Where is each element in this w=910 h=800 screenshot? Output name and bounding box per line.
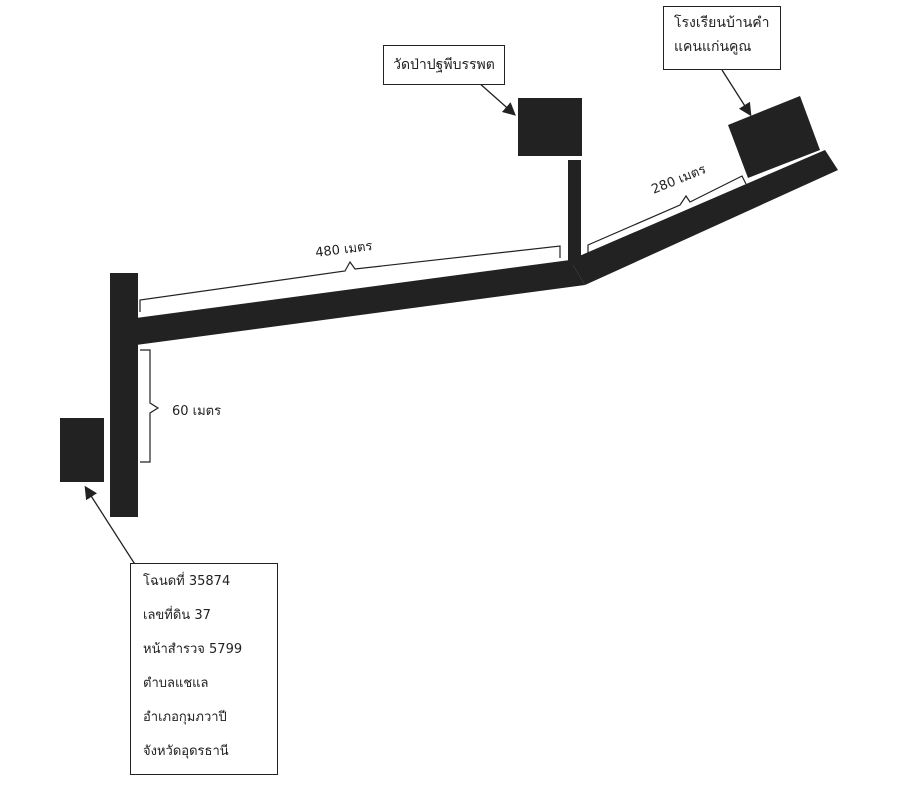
land-plot-info-box: โฉนดที่ 35874 เลขที่ดิน 37 หน้าสำรวจ 579…	[130, 563, 278, 775]
side-road-distance-label: 60 เมตร	[172, 404, 222, 419]
vertical-road	[110, 273, 138, 517]
land-parcel-number: เลขที่ดิน 37	[143, 608, 211, 623]
province: จังหวัดอุดรธานี	[143, 744, 229, 759]
east-road-brace	[587, 175, 747, 255]
temple-building	[518, 98, 582, 156]
school-arrow	[721, 69, 752, 117]
temple-arrow	[477, 81, 516, 116]
district: อำเภอกุมภวาปี	[143, 710, 227, 725]
land-plot-arrow	[84, 485, 137, 567]
school-label-line-2: แคนแก่นคูณ	[674, 39, 752, 55]
temple-spur-road	[568, 160, 581, 265]
land-plot-building	[60, 418, 104, 482]
survey-page-number: หน้าสำรวจ 5799	[143, 642, 243, 657]
main-road-brace	[139, 245, 561, 312]
land-deed-number: โฉนดที่ 35874	[143, 574, 231, 589]
school-label-box: โรงเรียนบ้านคำ แคนแก่นคูณ	[663, 6, 781, 70]
east-road	[570, 150, 838, 285]
school-building	[728, 96, 820, 178]
main-road	[136, 260, 585, 345]
temple-label: วัดป่าปฐพีบรรพต	[393, 57, 495, 73]
subdistrict: ตำบลแชแล	[143, 676, 209, 691]
temple-label-box: วัดป่าปฐพีบรรพต	[383, 45, 505, 85]
side-road-brace	[140, 349, 160, 463]
school-label-line-1: โรงเรียนบ้านคำ	[674, 15, 770, 31]
